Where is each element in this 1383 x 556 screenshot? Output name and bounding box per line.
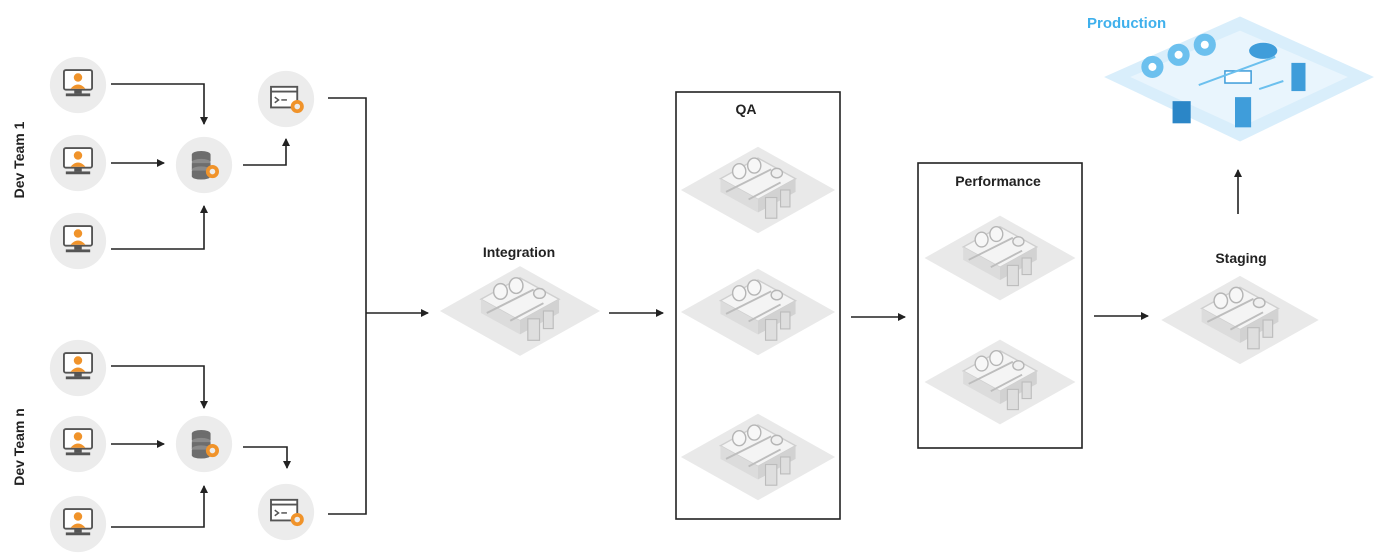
qa-box [675, 91, 841, 520]
staging-environment-icon [1160, 274, 1320, 366]
developer-workstation-icon [48, 133, 108, 193]
production-label: Production [1087, 15, 1166, 32]
performance-environment-icon [923, 338, 1077, 426]
developer-workstation-icon [48, 55, 108, 115]
performance-environment-icon [923, 214, 1077, 302]
integration-label: Integration [483, 244, 555, 260]
team1-repository-icon [175, 136, 233, 194]
developer-workstation-icon [48, 414, 108, 474]
teamn-repository-icon [175, 415, 233, 473]
teamn-build-icon [256, 482, 316, 542]
dev-team-1-label: Dev Team 1 [11, 121, 27, 198]
dev-team-n-label: Dev Team n [11, 408, 27, 486]
developer-workstation-icon [48, 494, 108, 554]
qa-environment-icon [679, 145, 837, 235]
team1-developers [48, 55, 108, 271]
qa-label: QA [736, 101, 757, 117]
staging-label: Staging [1215, 250, 1266, 266]
performance-label: Performance [955, 173, 1041, 189]
teamn-developers [48, 338, 108, 554]
team1-connectors [111, 83, 290, 250]
developer-workstation-icon [48, 211, 108, 271]
integration-environment-icon [438, 265, 602, 357]
qa-environment-icon [679, 267, 837, 357]
performance-box [917, 162, 1083, 449]
developer-workstation-icon [48, 338, 108, 398]
production-datacenter-icon [1103, 15, 1376, 143]
merge-connector [328, 97, 429, 515]
qa-environment-icon [679, 412, 837, 502]
teamn-connectors [111, 365, 291, 528]
team1-build-icon [256, 69, 316, 129]
